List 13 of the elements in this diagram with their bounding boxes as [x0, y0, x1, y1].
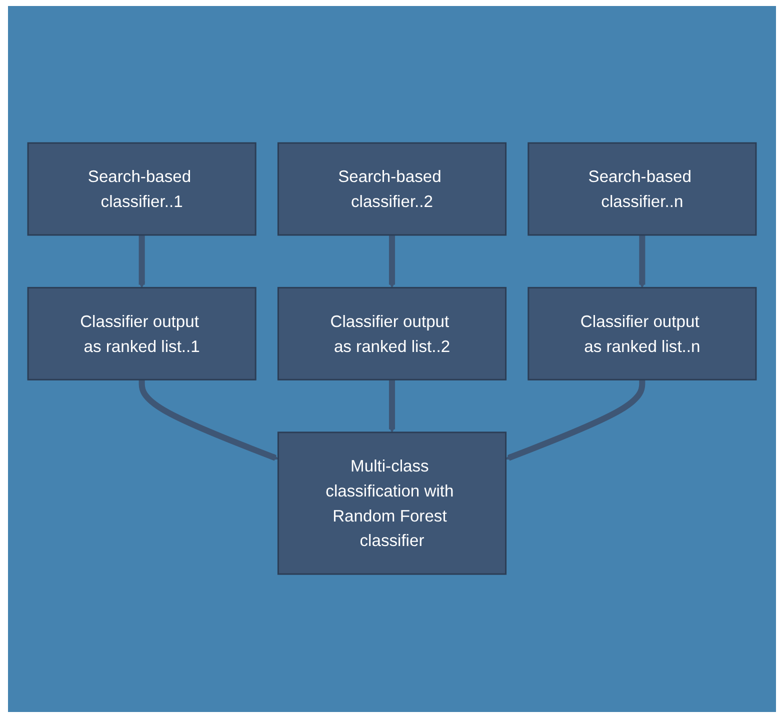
- node-box: Classifier output as ranked list..2: [277, 287, 507, 381]
- arrow: [138, 235, 146, 288]
- arrow: [388, 235, 396, 288]
- arrow: [138, 380, 279, 462]
- arrow: [638, 235, 646, 288]
- node-box: Classifier output as ranked list..n: [528, 287, 757, 381]
- node-box: Multi-class classification with Random Forest classifier: [277, 432, 507, 576]
- node-box: Search-based classifier..1: [27, 142, 256, 236]
- arrow: [505, 380, 646, 462]
- arrow: [388, 380, 396, 434]
- node-box: Search-based classifier..n: [528, 142, 757, 236]
- node-box: Search-based classifier..2: [277, 142, 507, 236]
- node-box: Classifier output as ranked list..1: [27, 287, 256, 381]
